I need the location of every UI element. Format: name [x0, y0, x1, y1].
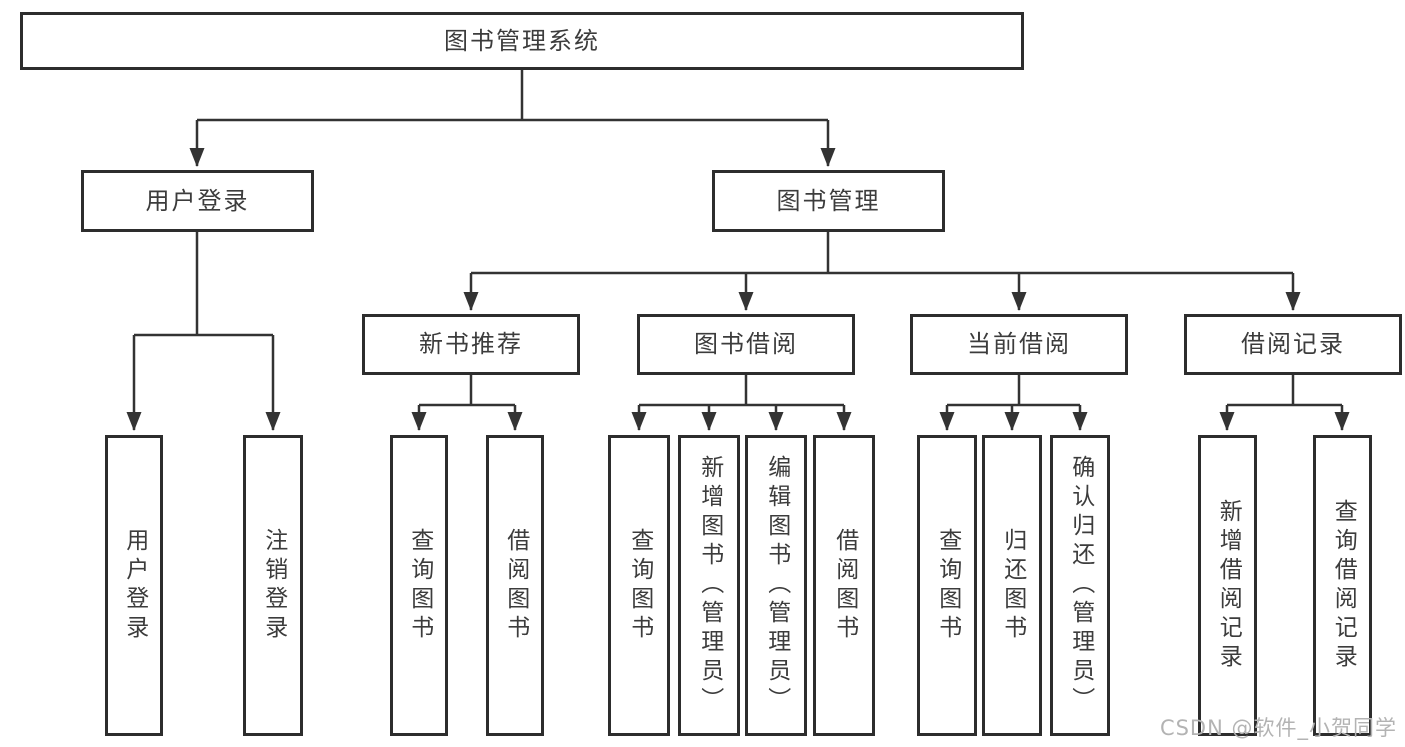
node-book-borrowing-label: 图书借阅 — [694, 330, 798, 359]
node-borrowing-records-label: 借阅记录 — [1241, 330, 1345, 359]
leaf-query-borrow-record: 查询借阅记录 — [1313, 435, 1372, 736]
leaf-add-borrow-record: 新增借阅记录 — [1198, 435, 1257, 736]
leaf-query-books-borrowing: 查询图书 — [608, 435, 670, 736]
node-new-book-recommend: 新书推荐 — [362, 314, 580, 375]
leaf-user-login: 用户登录 — [105, 435, 163, 736]
leaf-add-borrow-record-label: 新增借阅记录 — [1215, 498, 1242, 673]
node-root-label: 图书管理系统 — [444, 26, 600, 55]
leaf-return-books: 归还图书 — [982, 435, 1042, 736]
leaf-query-books-recommend: 查询图书 — [390, 435, 448, 736]
leaf-edit-book-admin: 编辑图书（管理员） — [745, 435, 807, 736]
leaf-query-books-recommend-label: 查询图书 — [406, 527, 433, 644]
watermark: CSDN @软件_小贺同学 — [1159, 716, 1397, 740]
node-new-book-recommend-label: 新书推荐 — [419, 330, 523, 359]
leaf-logout: 注销登录 — [243, 435, 303, 736]
leaf-borrow-books-borrowing-label: 借阅图书 — [831, 527, 858, 644]
node-book-management-label: 图书管理 — [776, 186, 881, 215]
node-root: 图书管理系统 — [20, 12, 1024, 70]
leaf-borrow-books-recommend: 借阅图书 — [486, 435, 544, 736]
leaf-query-books-borrowing-label: 查询图书 — [626, 527, 653, 644]
node-book-management: 图书管理 — [712, 170, 945, 232]
leaf-borrow-books-borrowing: 借阅图书 — [813, 435, 875, 736]
leaf-query-borrow-record-label: 查询借阅记录 — [1330, 498, 1357, 673]
leaf-add-book-admin: 新增图书（管理员） — [678, 435, 740, 736]
leaf-confirm-return-admin: 确认归还（管理员） — [1050, 435, 1110, 736]
leaf-borrow-books-recommend-label: 借阅图书 — [502, 527, 529, 644]
leaf-query-books-current-label: 查询图书 — [934, 527, 961, 644]
node-book-borrowing: 图书借阅 — [637, 314, 855, 375]
node-borrowing-records: 借阅记录 — [1184, 314, 1402, 375]
leaf-confirm-return-admin-label: 确认归还（管理员） — [1067, 455, 1094, 716]
node-user-login-label: 用户登录 — [145, 186, 250, 215]
leaf-logout-label: 注销登录 — [260, 527, 287, 644]
leaf-return-books-label: 归还图书 — [999, 527, 1026, 644]
node-current-borrowing: 当前借阅 — [910, 314, 1128, 375]
node-user-login: 用户登录 — [81, 170, 314, 232]
leaf-user-login-label: 用户登录 — [121, 527, 148, 644]
leaf-query-books-current: 查询图书 — [917, 435, 977, 736]
leaf-edit-book-admin-label: 编辑图书（管理员） — [763, 455, 790, 716]
node-current-borrowing-label: 当前借阅 — [967, 330, 1071, 359]
leaf-add-book-admin-label: 新增图书（管理员） — [696, 455, 723, 716]
